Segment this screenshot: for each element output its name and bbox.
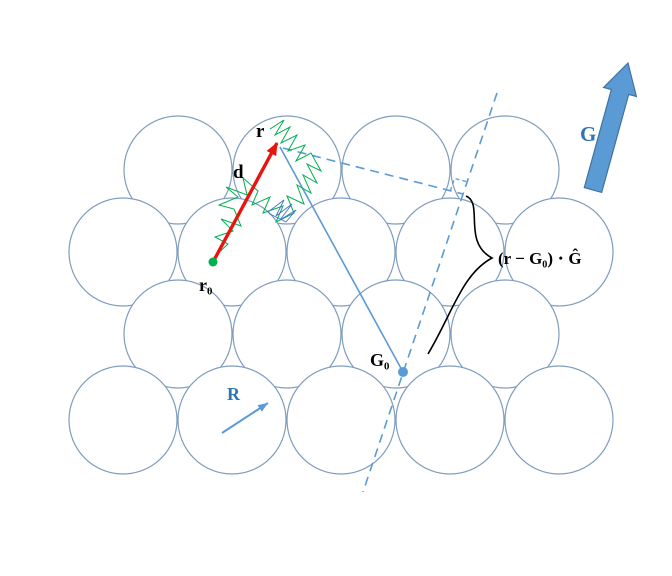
g0-dot — [398, 367, 408, 377]
label-projection: (r − G₀) ⋅ Ĝ — [498, 248, 582, 268]
r0-dot — [208, 257, 218, 267]
lattice-circle — [504, 197, 614, 307]
lattice-circle — [450, 115, 560, 225]
lattice-circle — [395, 197, 505, 307]
lattice-circle — [286, 197, 396, 307]
r-lattice-arrow — [221, 402, 269, 434]
right-angle-marker — [449, 177, 468, 192]
lattice-circle — [286, 365, 396, 475]
displacement-arrow-d — [211, 142, 279, 263]
label-R: R — [227, 384, 241, 404]
label-G: G — [580, 122, 596, 146]
lattice-circle — [123, 115, 233, 225]
g-direction-dashed-line — [362, 92, 498, 493]
projection-brace — [427, 195, 494, 355]
g-vector-arrow — [583, 61, 638, 194]
lattice-circle — [177, 365, 287, 475]
lattice-circle — [341, 279, 451, 389]
label-r: r — [256, 121, 265, 142]
shapes-layer — [68, 61, 638, 493]
lattice-circle — [232, 279, 342, 389]
lattice-circle — [177, 197, 287, 307]
lattice-circle — [341, 115, 451, 225]
label-r0: r₀ — [199, 275, 212, 295]
lattice-circle — [232, 115, 342, 225]
lattice-circle — [68, 365, 178, 475]
label-G0: G₀ — [370, 350, 389, 370]
tangle-scribble — [267, 199, 297, 223]
lattice-circle — [123, 279, 233, 389]
r-to-g0-line — [279, 146, 404, 373]
lattice-circle — [450, 279, 560, 389]
lattice-circle — [395, 365, 505, 475]
label-d: d — [233, 162, 244, 183]
lattice-circle — [68, 197, 178, 307]
lattice-circle — [504, 365, 614, 475]
